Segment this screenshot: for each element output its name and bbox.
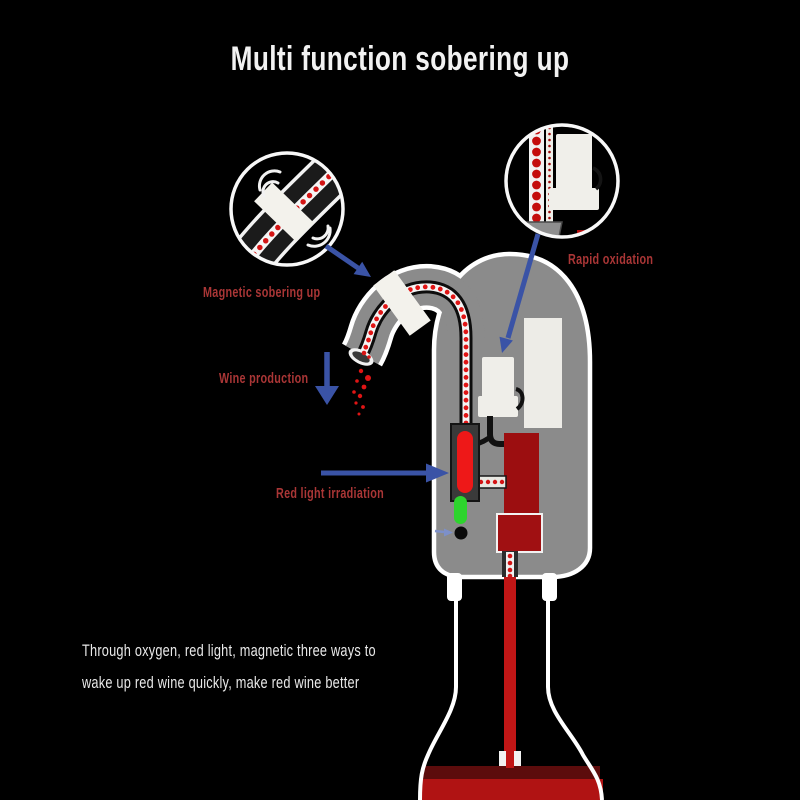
magnified-wire-icon	[592, 166, 603, 191]
wine-pump-block	[504, 433, 539, 515]
label-magnetic-sobering-up: Magnetic sobering up	[203, 284, 321, 301]
arrow-wine-production	[315, 352, 339, 405]
label-wine-production: Wine production	[219, 370, 309, 387]
arrow-magnetic	[324, 243, 371, 277]
wire-hook-icon	[515, 387, 525, 411]
footer-line-1: Through oxygen, red light, magnetic thre…	[82, 641, 376, 660]
magnified-pump-top	[556, 134, 592, 190]
aerator-device	[341, 251, 593, 580]
wine-pump-base	[496, 513, 543, 553]
page-title: Multi function sobering up	[230, 40, 570, 78]
bottle-outline-left	[418, 576, 458, 800]
wine-surface	[423, 766, 600, 779]
wine-droplets	[352, 368, 371, 416]
label-rapid-oxidation: Rapid oxidation	[568, 251, 654, 268]
arrow-red-light	[321, 463, 449, 483]
magnified-bubbles	[532, 125, 541, 223]
red-light-led	[457, 431, 473, 493]
bottle-outline-right	[546, 576, 604, 800]
magnified-pump-base	[549, 188, 599, 210]
arrow-rapid-oxidation	[499, 233, 541, 353]
battery-pack	[524, 318, 562, 428]
magnet-band	[373, 270, 431, 336]
magnified-magnet-band	[254, 182, 314, 242]
green-led	[454, 496, 467, 524]
pump-motor-top	[482, 357, 514, 398]
spout-tip	[348, 348, 374, 366]
vibration-waves-icon	[257, 169, 332, 248]
suction-tube-tip-core	[506, 751, 514, 768]
magnifier-circle-magnetic	[229, 151, 345, 267]
callout-arrows	[315, 233, 541, 537]
wine	[420, 779, 603, 800]
label-red-light-irradiation: Red light irradiation	[276, 485, 385, 502]
suction-tube	[504, 577, 516, 753]
arrow-power-button	[434, 528, 453, 537]
footer-line-2: wake up red wine quickly, make red wine …	[82, 673, 360, 692]
magnifier-circle-oxidation	[504, 123, 620, 239]
wine-bottle	[418, 551, 604, 800]
pump-motor-base	[478, 396, 518, 417]
power-button	[454, 526, 468, 540]
wire-elbow-icon	[487, 416, 505, 447]
